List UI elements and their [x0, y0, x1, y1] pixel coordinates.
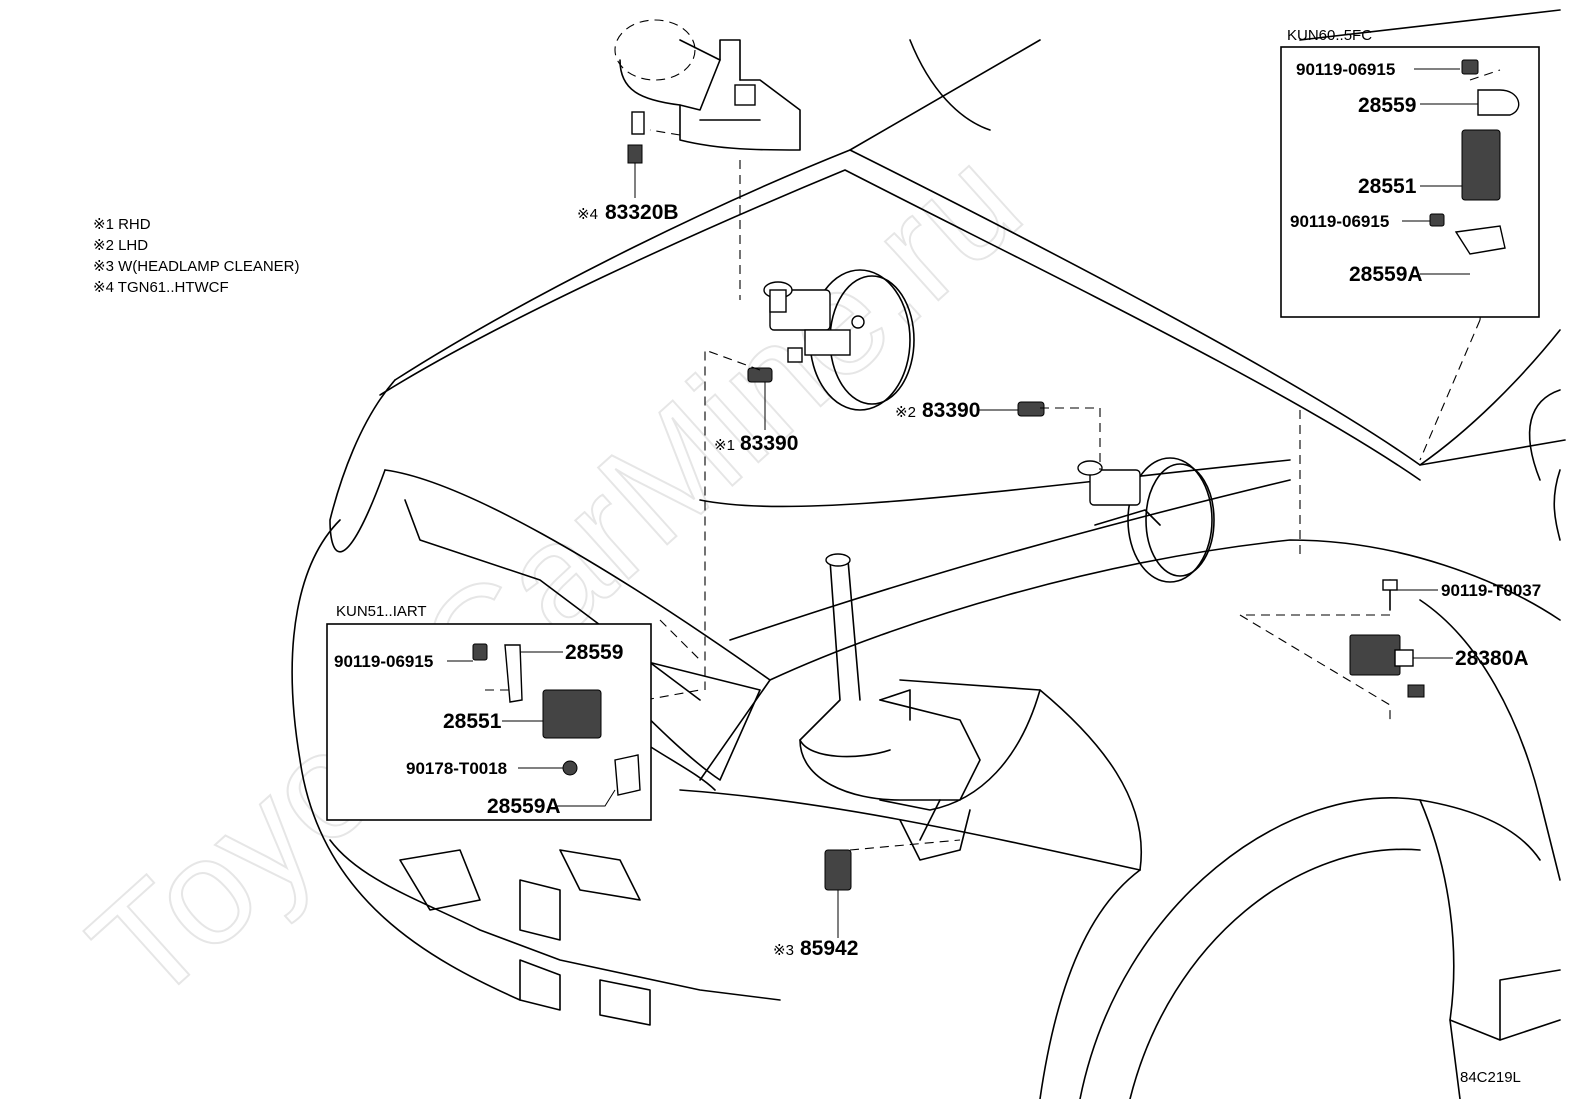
callout-28380a[interactable]: 28380A	[1413, 647, 1529, 670]
brake-booster-lower	[1017, 401, 1215, 583]
vehicle-body-outline	[291, 9, 1566, 1099]
watermark: ToyotaCarMine.ru	[59, 117, 1051, 1034]
part-83320b[interactable]: 83320B	[605, 201, 679, 224]
part-28380a[interactable]: 28380A	[1455, 647, 1529, 670]
inset-kun51: KUN51..IART 90119-06915 28559 28551 9017…	[326, 603, 652, 821]
kun51-part-relay[interactable]: 28551	[443, 710, 502, 733]
kun51-part-bracket-a[interactable]: 28559A	[487, 795, 561, 818]
kun51-part-bolt[interactable]: 90119-06915	[334, 652, 433, 671]
note-lhd: ※2 LHD	[93, 237, 148, 254]
note-rhd: ※1 RHD	[93, 216, 151, 233]
kun60-part-bolt-top[interactable]: 90119-06915	[1296, 60, 1395, 79]
kun60-part-bracket-a[interactable]: 28559A	[1349, 263, 1423, 286]
diagram-code: 84C219L	[1460, 1069, 1521, 1086]
callout-85942[interactable]: ※3 85942	[773, 937, 858, 960]
part-90119-t0037[interactable]: 90119-T0037	[1441, 581, 1541, 600]
washer-filler-pipe	[799, 553, 981, 938]
callout-83390-rhd[interactable]: ※1 83390	[714, 432, 798, 455]
mark-4: ※4	[577, 206, 598, 223]
relay-right	[1349, 579, 1425, 698]
callout-90119-t0037[interactable]: 90119-T0037	[1397, 581, 1541, 600]
notes-legend: ※1 RHD ※2 LHD ※3 W(HEADLAMP CLEANER) ※4 …	[93, 216, 300, 296]
note-headlamp-cleaner: ※3 W(HEADLAMP CLEANER)	[93, 258, 300, 275]
kun51-part-bracket[interactable]: 28559	[565, 641, 623, 664]
inset-kun51-title: KUN51..IART	[336, 603, 427, 620]
callout-83320b[interactable]: ※4 83320B	[577, 201, 679, 224]
inset-kun60: KUN60..5FC 90119-06915 28559 28551 90119…	[1280, 27, 1540, 318]
mark-3: ※3	[773, 942, 794, 959]
inset-kun60-title: KUN60..5FC	[1287, 27, 1372, 44]
part-85942[interactable]: 85942	[800, 937, 858, 960]
kun51-part-nut[interactable]: 90178-T0018	[406, 759, 507, 778]
kun60-part-bracket[interactable]: 28559	[1358, 94, 1416, 117]
part-83390-rhd[interactable]: 83390	[740, 432, 798, 455]
mark-2: ※2	[895, 404, 916, 421]
brake-booster-upper	[747, 269, 915, 430]
kun60-part-bolt-bottom[interactable]: 90119-06915	[1290, 212, 1389, 231]
note-tgn61: ※4 TGN61..HTWCF	[93, 279, 229, 296]
callout-83390-lhd[interactable]: ※2 83390	[895, 399, 1018, 422]
washer-tank-assembly	[614, 19, 801, 198]
part-83390-lhd[interactable]: 83390	[922, 399, 980, 422]
mark-1: ※1	[714, 437, 735, 454]
kun60-part-relay[interactable]: 28551	[1358, 175, 1417, 198]
